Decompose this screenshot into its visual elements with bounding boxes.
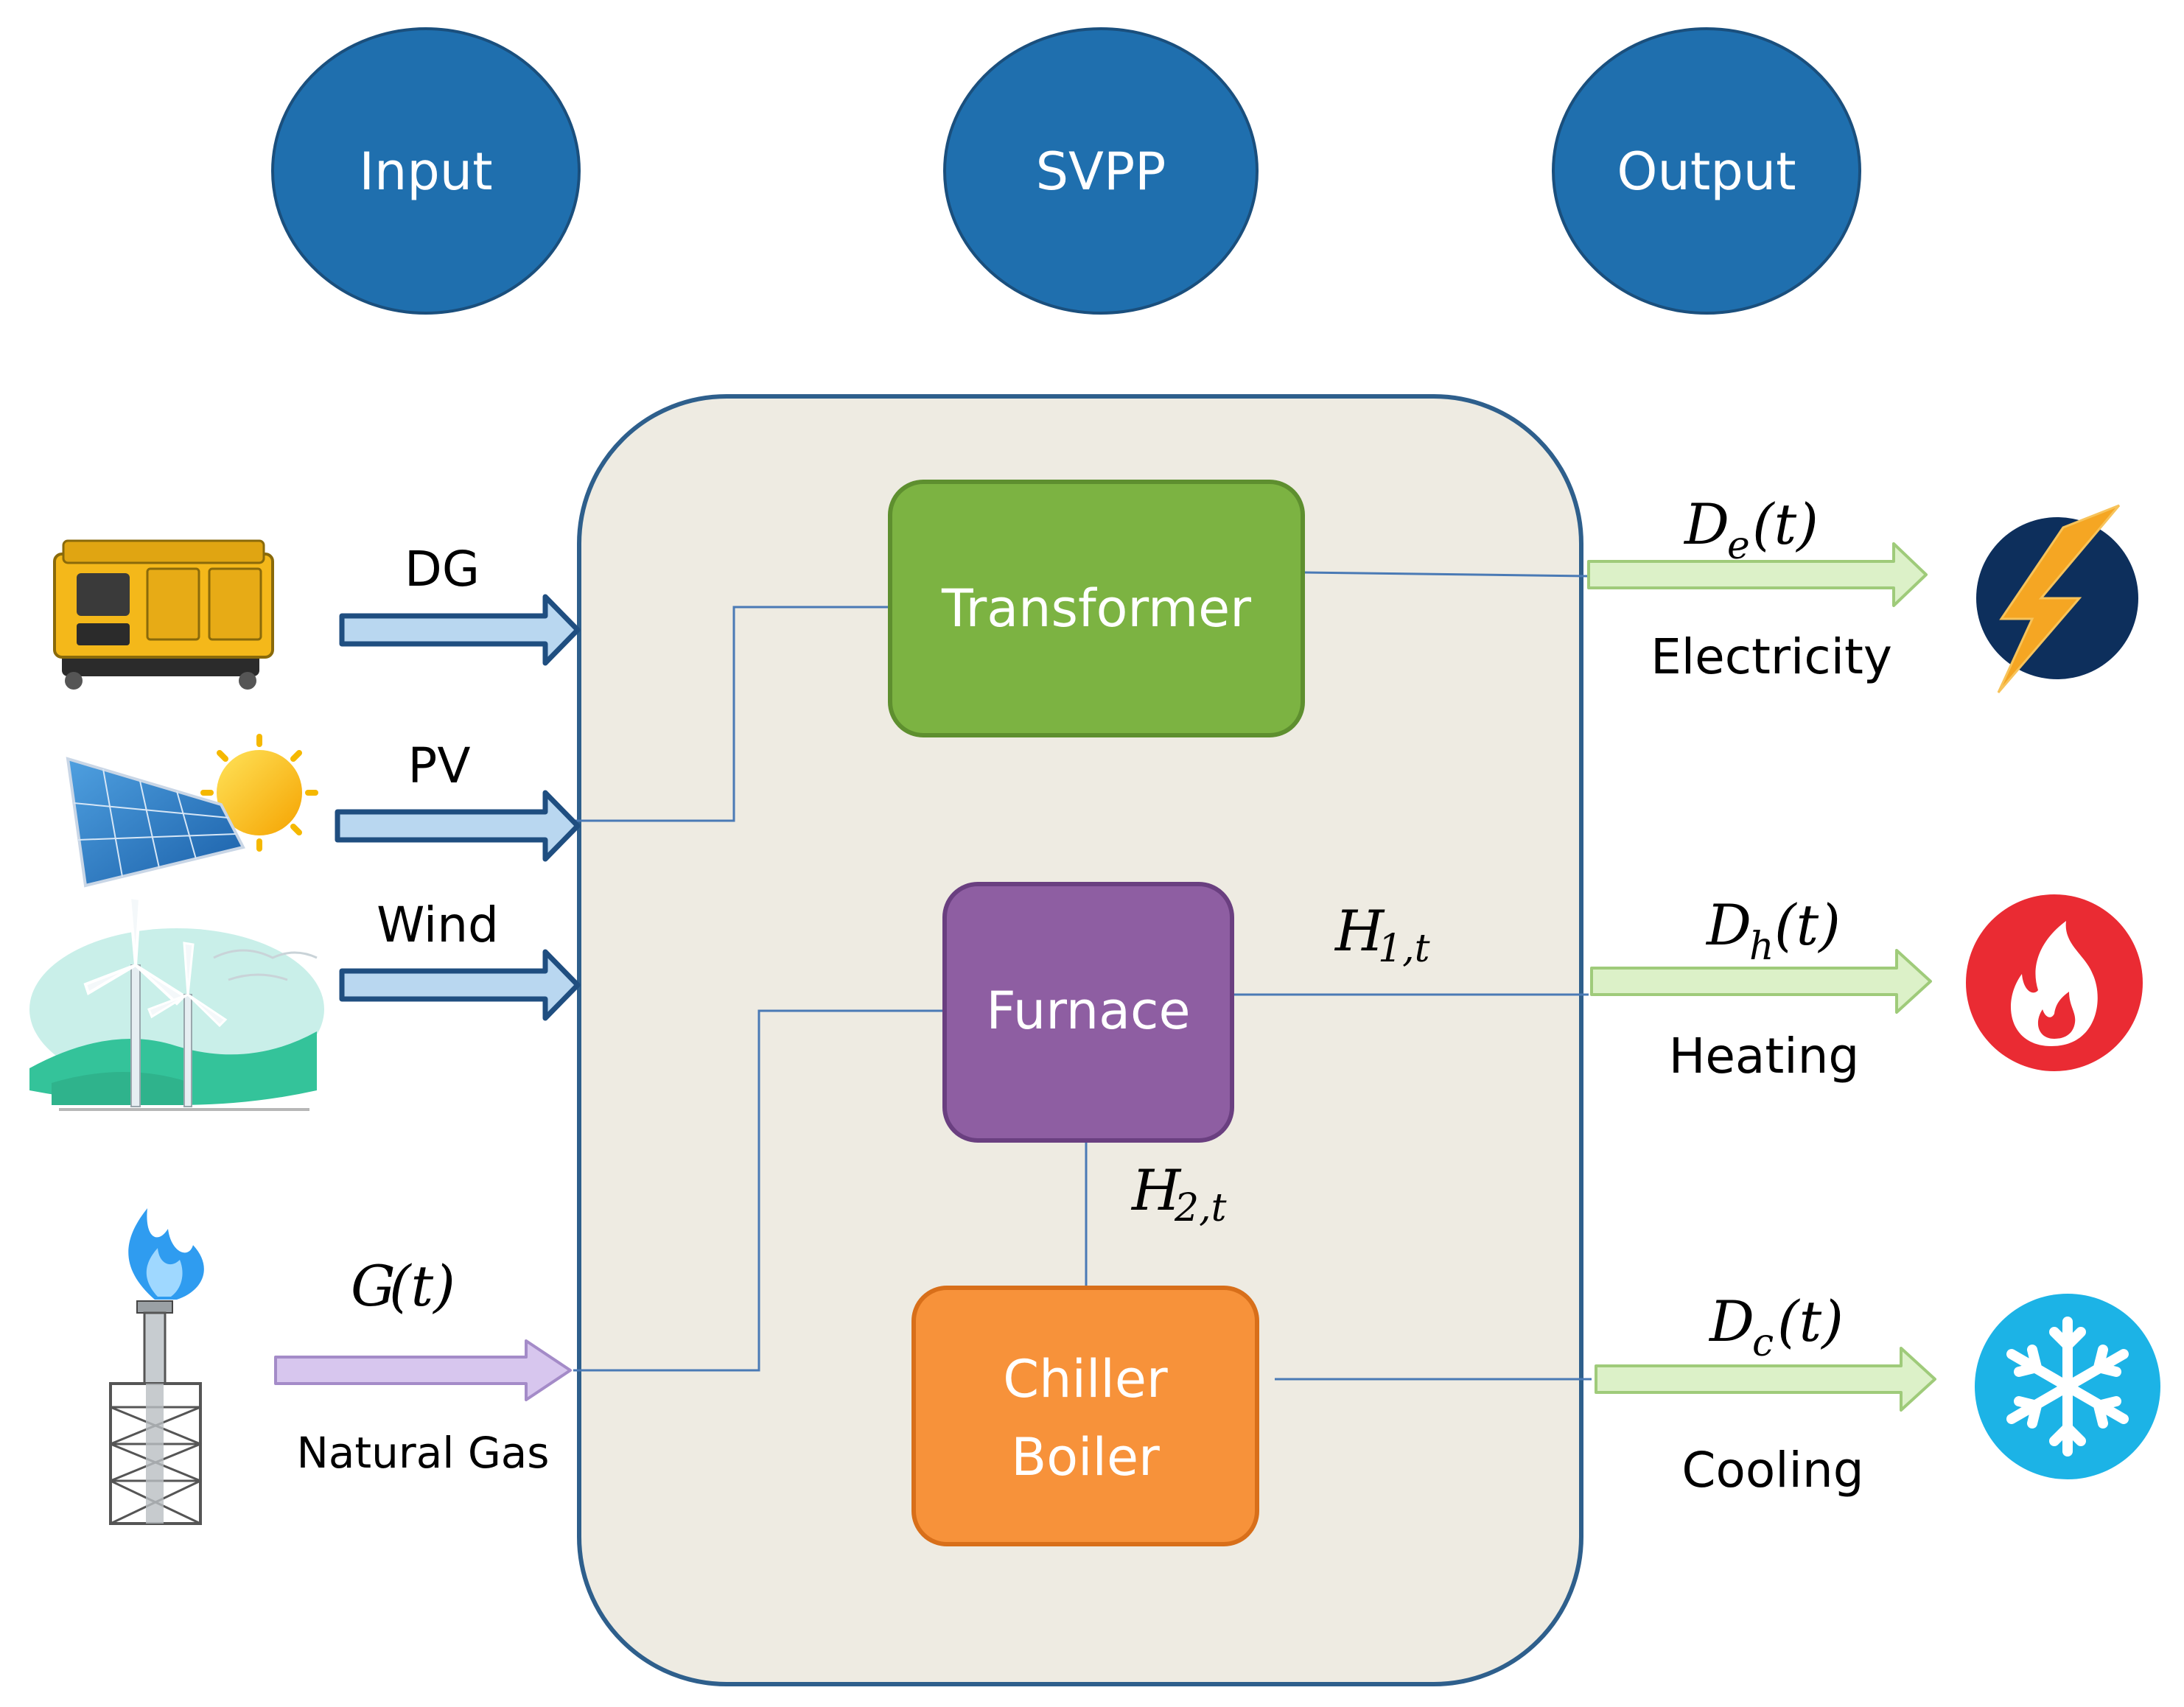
cooling-output-arrow: D c (t) Cooling	[1595, 1289, 1936, 1499]
heating-sub: h	[1749, 925, 1774, 969]
cooling-arg: (t)	[1777, 1289, 1844, 1354]
flame-icon	[1966, 894, 2143, 1071]
output-circle-label: Output	[1617, 141, 1796, 202]
h1-main: H	[1334, 898, 1385, 964]
dg-label: DG	[405, 541, 480, 597]
dg-input-arrow: DG	[339, 541, 581, 666]
chiller-boiler-box: Chiller Boiler	[911, 1286, 1259, 1546]
heating-math: D	[1705, 892, 1751, 958]
chiller-label: Chiller	[1003, 1349, 1168, 1409]
transformer-label: Transformer	[941, 578, 1251, 639]
lightning-bolt-icon	[1976, 504, 2138, 693]
cooling-math: D	[1708, 1289, 1754, 1354]
heating-label: Heating	[1669, 1028, 1860, 1084]
pv-label: PV	[408, 737, 471, 794]
solar-panel-icon	[66, 734, 318, 888]
output-circle: Output	[1552, 27, 1861, 315]
gas-input-arrow: G (t) Natural Gas	[274, 1253, 572, 1478]
heating-arg: (t)	[1774, 892, 1841, 958]
h2-main: H	[1130, 1157, 1182, 1223]
gas-math-symbol: G	[351, 1253, 396, 1319]
boiler-label: Boiler	[1011, 1427, 1160, 1487]
transformer-box: Transformer	[888, 480, 1305, 737]
snowflake-icon	[1975, 1294, 2160, 1479]
h2-sub: 2,t	[1174, 1186, 1227, 1230]
connection-lines	[573, 571, 1592, 1381]
electricity-output-arrow: D e (t) Electricity	[1587, 491, 1928, 685]
wind-input-arrow: Wind	[339, 897, 581, 1021]
electricity-arg: (t)	[1752, 491, 1819, 557]
pv-input-arrow: PV	[335, 737, 581, 862]
furnace-box: Furnace	[942, 882, 1234, 1143]
h1-flow-label: H 1,t	[1334, 898, 1430, 971]
diesel-generator-icon	[53, 539, 274, 690]
input-circle-label: Input	[359, 141, 492, 202]
input-circle: Input	[271, 27, 581, 315]
natural-gas-label: Natural Gas	[296, 1428, 549, 1478]
cooling-sub: c	[1752, 1321, 1774, 1365]
svpp-circle-label: SVPP	[1036, 141, 1166, 202]
heating-output-arrow: D h (t) Heating	[1590, 892, 1932, 1084]
gas-flare-icon	[109, 1208, 204, 1525]
h1-sub: 1,t	[1378, 927, 1430, 971]
electricity-label: Electricity	[1651, 628, 1892, 685]
cooling-label: Cooling	[1681, 1442, 1863, 1499]
furnace-label: Furnace	[986, 981, 1190, 1041]
svpp-circle: SVPP	[943, 27, 1259, 315]
electricity-sub: e	[1727, 524, 1750, 568]
electricity-math: D	[1683, 491, 1729, 557]
h2-flow-label: H 2,t	[1130, 1157, 1227, 1230]
wind-label: Wind	[377, 897, 499, 953]
gas-math-arg: (t)	[389, 1253, 455, 1319]
wind-turbine-icon	[29, 895, 324, 1111]
